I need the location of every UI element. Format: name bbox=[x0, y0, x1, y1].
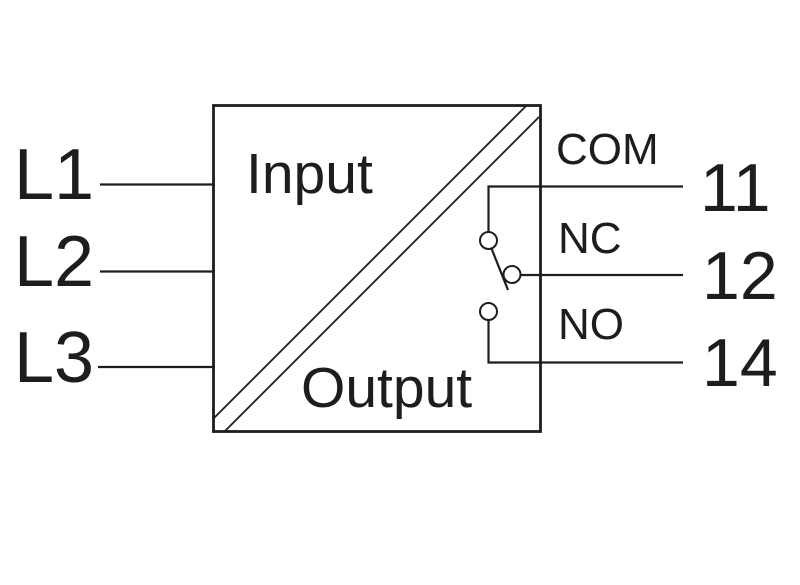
wire-com-11 bbox=[487, 185, 683, 232]
output-terminal-label-11: 11 bbox=[700, 150, 771, 226]
input-terminal-label-l1: L1 bbox=[14, 135, 95, 215]
device-input-label: Input bbox=[246, 142, 373, 206]
device-box bbox=[212, 104, 542, 433]
relay-switch-arm bbox=[490, 248, 510, 291]
output-terminal-label-12: 12 bbox=[702, 238, 778, 314]
contact-label-com: COM bbox=[556, 125, 659, 174]
relay-com-contact bbox=[479, 231, 498, 250]
relay-no-contact bbox=[479, 302, 498, 321]
diagonal-separator-lower bbox=[224, 116, 540, 432]
contact-label-nc: NC bbox=[558, 214, 622, 263]
contact-label-no: NO bbox=[558, 300, 624, 349]
diagonal-separator-upper bbox=[212, 104, 528, 420]
output-terminal-label-14: 14 bbox=[702, 325, 778, 401]
input-terminal-label-l3: L3 bbox=[14, 318, 95, 398]
input-terminal-label-l2: L2 bbox=[14, 222, 95, 302]
wire-no-14 bbox=[487, 320, 683, 364]
relay-nc-contact bbox=[502, 265, 522, 284]
device-output-label: Output bbox=[301, 356, 473, 420]
